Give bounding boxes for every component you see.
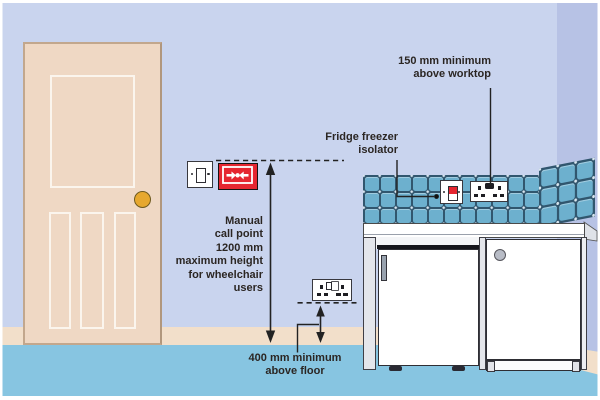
cabinet-knob — [494, 249, 506, 261]
tile — [364, 208, 379, 223]
label-fridge-isolator: Fridge freezer isolator — [325, 131, 398, 158]
low-double-socket — [312, 279, 352, 301]
dimension-400mm — [296, 305, 325, 353]
door-lower-panel — [49, 212, 71, 329]
tile — [508, 176, 523, 191]
tile — [412, 208, 427, 223]
screw-icon — [190, 173, 193, 176]
unit-end-panel — [581, 237, 587, 370]
screw-icon — [207, 173, 210, 176]
tile — [476, 208, 491, 223]
socket-pins-icon — [497, 186, 501, 191]
tile — [460, 208, 475, 223]
arrowhead-down-icon — [265, 330, 276, 343]
isolator-rocker-icon — [448, 186, 458, 201]
switch-rocker-icon — [196, 168, 206, 183]
door-lower-panel — [114, 212, 136, 329]
plug-icon — [484, 182, 494, 189]
label-line: users — [233, 282, 263, 295]
door — [23, 42, 162, 345]
cabinet-door — [486, 239, 581, 360]
manual-call-point — [218, 163, 258, 190]
tile — [524, 192, 539, 207]
label-line: Manual — [225, 215, 263, 227]
socket-pins-icon — [341, 284, 344, 289]
tile — [508, 208, 523, 223]
tile — [380, 208, 395, 223]
door-lower-panel — [80, 212, 104, 329]
tile — [364, 192, 379, 207]
socket-pins-icon — [477, 186, 481, 191]
tile — [396, 208, 411, 223]
tile — [524, 208, 539, 223]
cabinet-plinth — [486, 360, 581, 372]
plinth-foot — [572, 361, 580, 372]
arrowhead-up-icon — [265, 162, 276, 175]
label-line: maximum height — [175, 255, 263, 268]
fridge-top-vent — [377, 245, 479, 249]
socket-pins-icon — [474, 194, 479, 197]
tile — [396, 176, 411, 191]
label-line: 1200 mm — [215, 241, 263, 254]
socket-switches-icon — [326, 282, 332, 290]
light-switch — [187, 161, 213, 188]
tile — [492, 208, 507, 223]
fridge-foot — [388, 365, 402, 371]
arrowhead-up-icon — [316, 305, 325, 317]
tile — [444, 208, 459, 223]
socket-pins-icon — [336, 293, 341, 296]
socket-pins-icon — [316, 293, 321, 296]
unit-divider-panel — [479, 237, 486, 370]
socket-pins-icon — [320, 284, 323, 289]
label-worktop-clearance: 150 mm minimum above worktop — [398, 55, 491, 82]
screw-icon — [443, 191, 446, 194]
dimension-1200mm — [265, 162, 276, 343]
tile — [364, 176, 379, 191]
door-knob — [134, 191, 151, 208]
call-point-symbol-icon — [222, 166, 253, 184]
screw-icon — [457, 191, 460, 194]
label-line: above worktop — [413, 68, 491, 81]
label-line: 400 mm minimum — [248, 352, 342, 364]
worktop-double-socket — [470, 181, 508, 202]
label-leader-line — [296, 323, 319, 353]
label-manual-call-point: Manual call point 1200 mm maximum height… — [176, 215, 263, 295]
fridge-freezer — [377, 249, 479, 371]
fridge-foot — [451, 365, 465, 371]
tile — [428, 208, 443, 223]
tile — [508, 192, 523, 207]
fridge-handle — [380, 255, 387, 281]
label-floor-clearance: 400 mm minimum above floor — [215, 352, 375, 379]
label-line: for wheelchair — [188, 268, 263, 281]
label-line: isolator — [358, 144, 398, 157]
tile — [428, 176, 443, 191]
socket-pins-icon — [492, 194, 497, 197]
tile — [524, 176, 539, 191]
fridge-isolator-switch — [440, 180, 463, 204]
arrowhead-down-icon — [316, 332, 325, 343]
label-line: Fridge freezer — [325, 131, 398, 143]
plinth-foot — [487, 361, 495, 372]
unit-side-panel — [363, 237, 376, 370]
tile — [380, 192, 395, 207]
tile — [412, 176, 427, 191]
label-line: above floor — [265, 365, 325, 378]
tile — [380, 176, 395, 191]
label-line: call point — [214, 228, 263, 241]
label-line: 150 mm minimum — [398, 55, 491, 67]
isolator-leader-line — [396, 160, 439, 199]
door-upper-panel — [50, 75, 135, 188]
